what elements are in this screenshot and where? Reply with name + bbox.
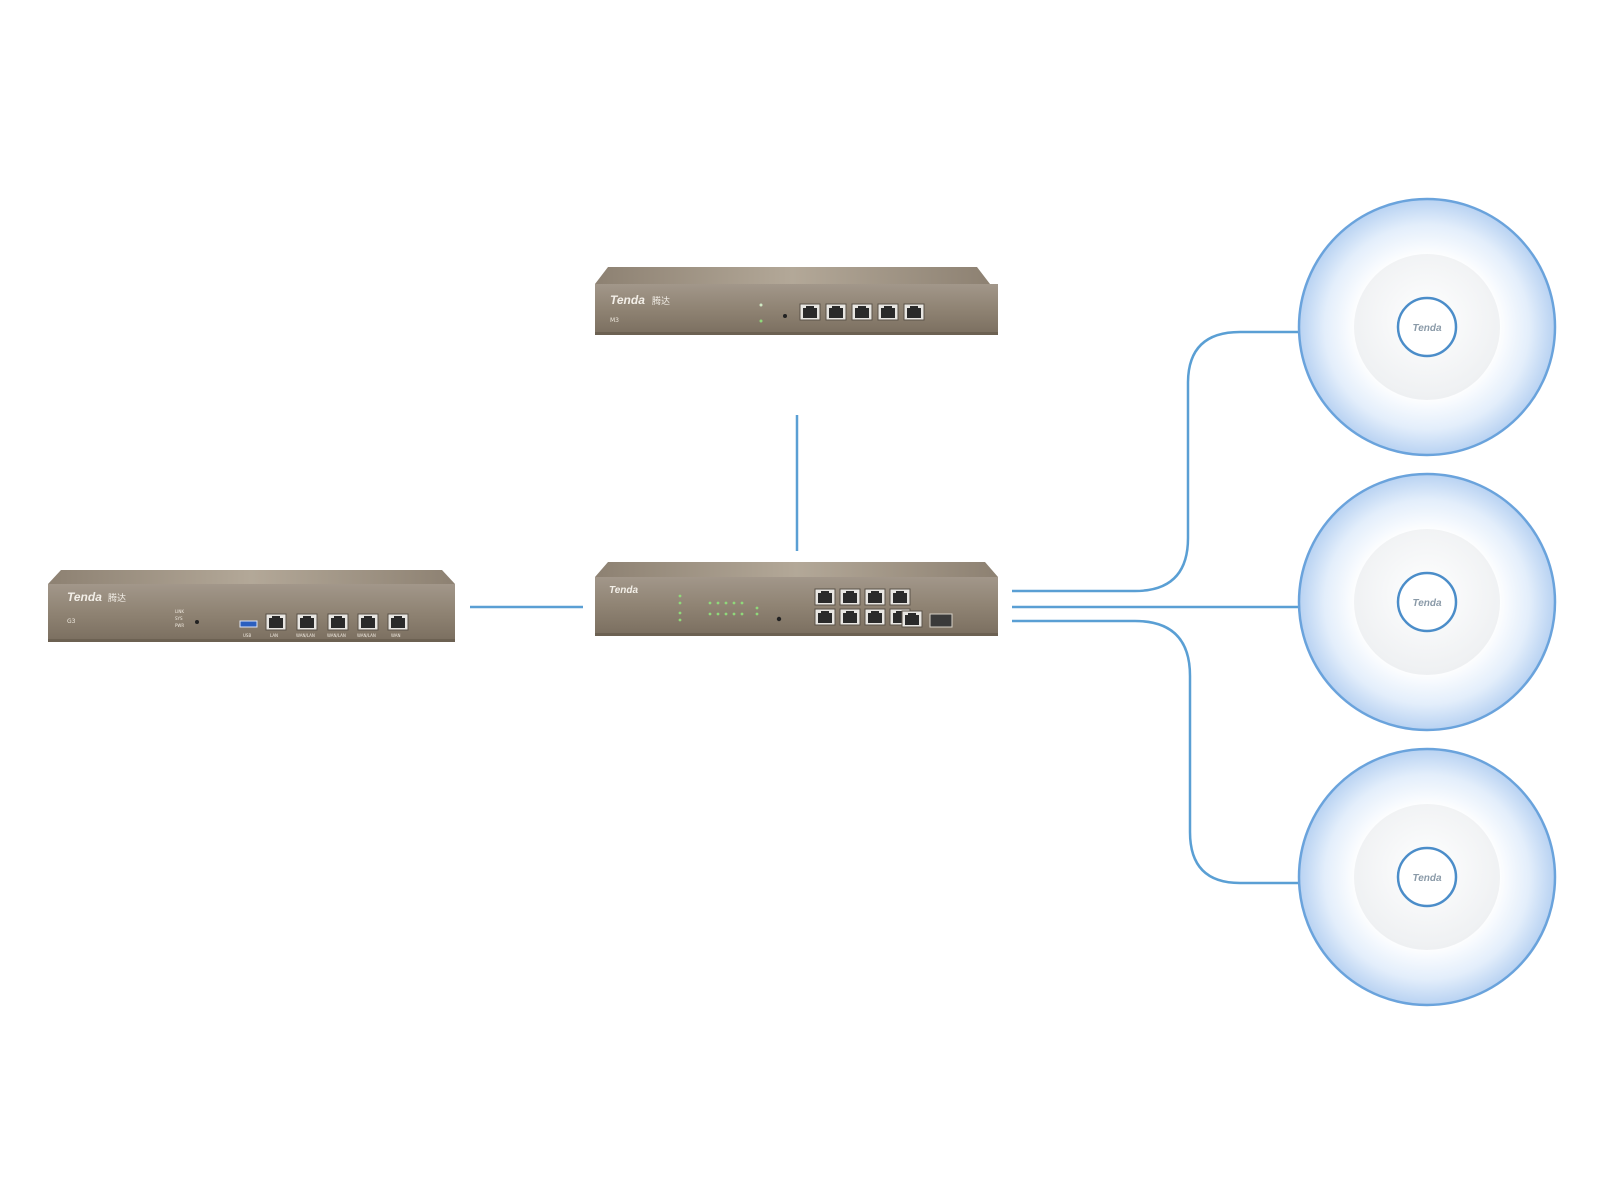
router-port-label-wan-lan-3: WAN/LAN (357, 633, 376, 638)
router-led-label-1: LINK (175, 609, 184, 614)
switch-logo: Tenda (609, 585, 639, 596)
controller-led-2 (759, 319, 763, 323)
access-point-2[interactable]: Tenda (1297, 472, 1557, 732)
controller-reset-button (783, 314, 787, 318)
controller-model: M3 (610, 317, 619, 324)
controller-logo-cn: 腾达 (652, 295, 670, 307)
controller-ports (799, 303, 925, 321)
router-reset-button (195, 620, 199, 624)
router-usb-port (239, 620, 258, 628)
router-led-label-3: PWR (175, 623, 184, 628)
router-device[interactable]: Tenda 腾达 G3 LINK SYS PWR USB LAN WAN/LAN… (48, 570, 455, 642)
router-port-label-wan: WAN (391, 633, 400, 638)
ap-1-logo: Tenda (1412, 323, 1442, 334)
router-logo-cn: 腾达 (108, 592, 126, 604)
router-led-label-2: SYS (175, 616, 183, 621)
link-switch-to-ap-1 (1012, 330, 1356, 593)
link-switch-to-ap-3 (1012, 619, 1356, 885)
poe-switch-device[interactable]: Tenda (595, 562, 998, 636)
router-port-label-lan: LAN (270, 633, 278, 638)
switch-sfp-port (929, 613, 953, 628)
access-point-1[interactable]: Tenda (1297, 197, 1557, 457)
ap-2-logo: Tenda (1412, 598, 1442, 609)
controller-device[interactable]: Tenda 腾达 M3 (595, 267, 998, 335)
switch-status-leds (678, 594, 759, 622)
router-port-label-usb: USB (243, 633, 251, 638)
router-model: G3 (67, 618, 76, 625)
switch-reset-button (776, 616, 782, 622)
router-port-label-wan-lan-2: WAN/LAN (327, 633, 346, 638)
access-point-3[interactable]: Tenda (1297, 747, 1557, 1007)
router-port-label-wan-lan-1: WAN/LAN (296, 633, 315, 638)
ap-3-logo: Tenda (1412, 873, 1442, 884)
controller-led-1 (759, 303, 763, 307)
controller-logo: Tenda (610, 293, 645, 307)
switch-uplink-port (901, 610, 923, 628)
router-logo: Tenda (67, 590, 102, 604)
